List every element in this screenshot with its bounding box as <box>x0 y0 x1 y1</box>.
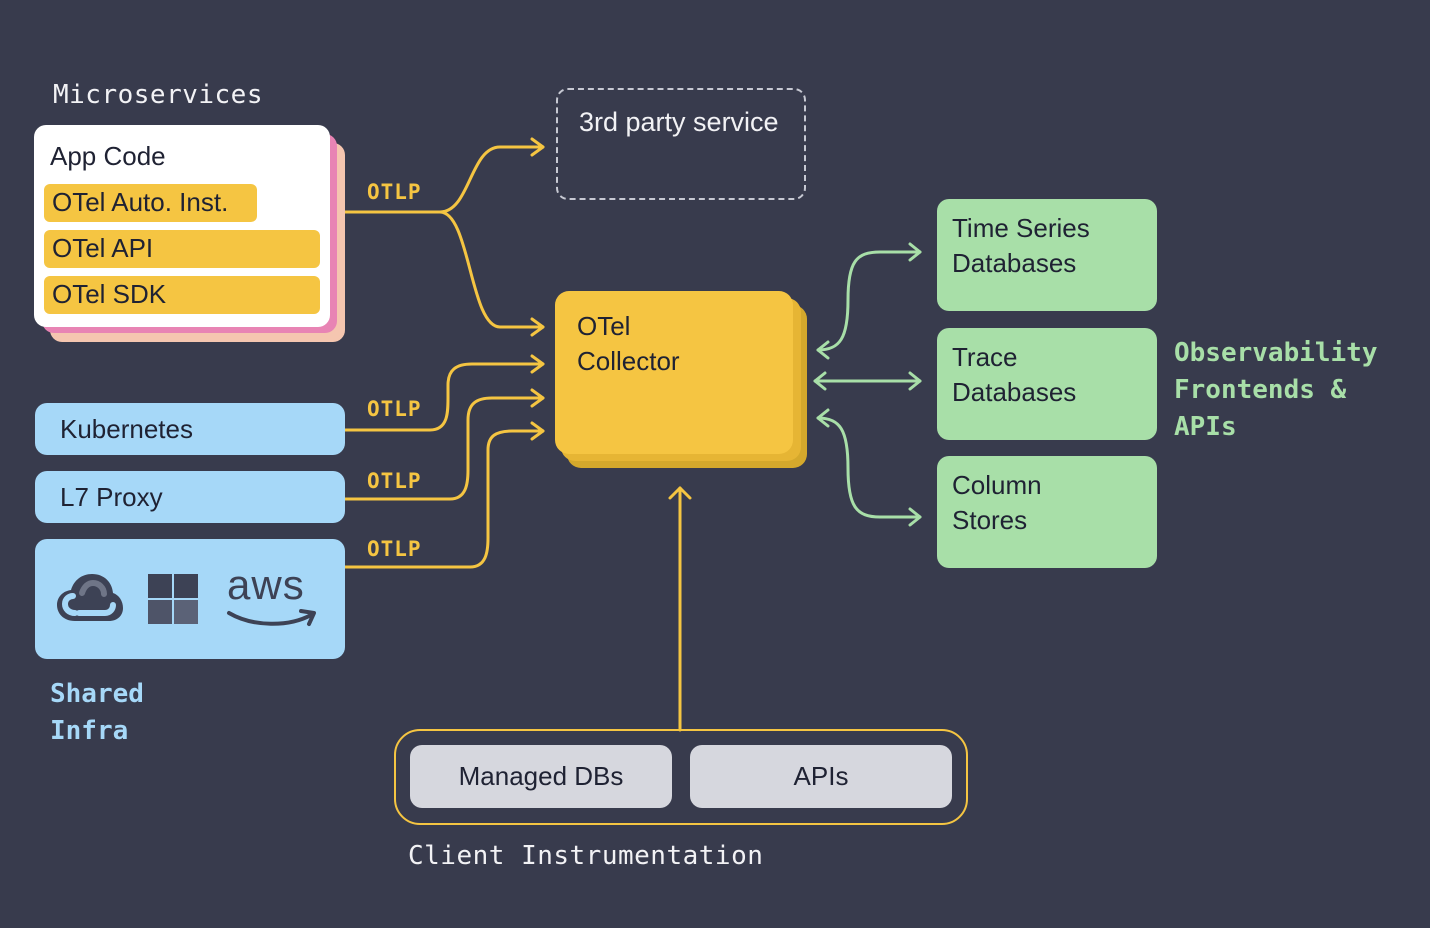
kubernetes-box: Kubernetes <box>35 403 345 455</box>
observability-label: Observability Frontends & APIs <box>1174 338 1378 442</box>
otlp-line-kubernetes <box>343 362 545 432</box>
collector-timeseries-line <box>816 250 922 352</box>
otel-collector-box: OTel Collector <box>555 291 793 454</box>
otel-collector-label: OTel Collector <box>577 311 680 376</box>
aws-logo-text: aws <box>227 561 305 608</box>
otlp-label-kubernetes: OTLP <box>367 397 422 421</box>
managed-dbs-box: Managed DBs <box>410 745 672 808</box>
otlp-label-shared-infra: OTLP <box>367 537 422 561</box>
column-stores-box: Column Stores <box>937 456 1157 568</box>
third-party-service-box: 3rd party service <box>556 88 806 200</box>
otel-sdk-layer: OTel SDK <box>44 276 320 314</box>
client-instrumentation-label: Client Instrumentation <box>408 841 764 871</box>
otlp-line-shared-infra <box>343 429 545 569</box>
shared-infra-box: aws <box>35 539 345 659</box>
column-stores-label: Column Stores <box>952 470 1042 535</box>
otlp-label-microservices: OTLP <box>367 180 422 204</box>
trace-databases-label: Trace Databases <box>952 342 1077 407</box>
otel-api-layer: OTel API <box>44 230 320 268</box>
time-series-databases-label: Time Series Databases <box>952 213 1090 278</box>
aws-logo-icon <box>227 609 316 626</box>
otel-auto-inst-layer: OTel Auto. Inst. <box>44 184 257 222</box>
l7-proxy-box: L7 Proxy <box>35 471 345 523</box>
trace-databases-box: Trace Databases <box>937 328 1157 440</box>
otlp-line-microservices <box>343 145 545 214</box>
apis-box: APIs <box>690 745 952 808</box>
microservices-heading: Microservices <box>53 80 263 110</box>
shared-infra-label: Shared Infra <box>50 679 144 746</box>
time-series-databases-box: Time Series Databases <box>937 199 1157 311</box>
google-cloud-icon <box>57 574 123 621</box>
azure-icon <box>148 574 198 624</box>
collector-columnstores-line <box>816 416 922 519</box>
app-code-card: App Code OTel Auto. Inst. OTel API OTel … <box>34 125 330 327</box>
app-code-title: App Code <box>50 141 166 171</box>
client-instrumentation-frame <box>394 729 968 825</box>
otlp-label-l7proxy: OTLP <box>367 469 422 493</box>
otlp-line-l7proxy <box>343 396 545 501</box>
